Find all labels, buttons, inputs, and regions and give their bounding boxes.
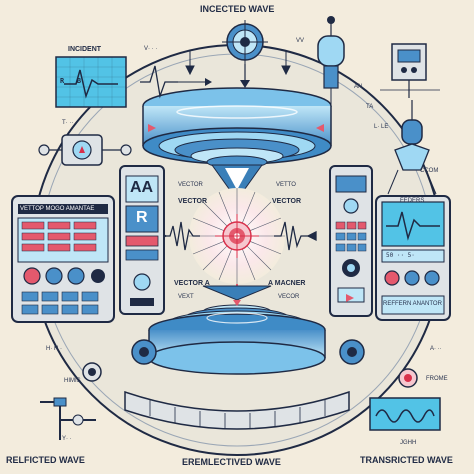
tag-1: T· ·· [62,120,74,126]
bottom-right-knobs [339,339,418,388]
center-wave-label: EREMLECTIVED WAVE [182,457,281,467]
top-right-device [380,43,440,98]
top-title: INCECTED WAVE [200,4,275,14]
tag-10: TA [366,104,374,110]
vector-left-label: VECTOR [178,198,208,205]
left-panel-title: VETTOP MOGO AMANTAE [20,206,95,212]
transmitted-screen [369,397,441,431]
inner-top-left-label: VECTOR [178,182,203,188]
vector-right-label: VECTOR [272,198,302,205]
arrows [185,50,291,76]
vector-a-label: VECTOR A [174,280,210,287]
right-panel-bottom: REFFERN ANANTOR [383,301,442,307]
tag-6: JGHH [400,440,417,446]
pink-markers [148,124,354,306]
vecor-label: VECOR [278,294,300,300]
top-target [222,20,268,88]
incident-wave-line [140,65,178,99]
left-upper-controller [38,134,132,166]
top-disc [142,87,332,201]
right-panel-title: FEDERS [400,198,425,204]
top-right-probe [317,16,345,112]
tag-8: FROME [426,376,448,382]
tag-3: L· LE [374,124,389,130]
tag-0: H· H · [46,346,62,352]
right-panel [375,195,451,321]
incident-screen [55,56,127,108]
core-burst [189,188,285,296]
transmitted-wave-label: TRANSRICTED WAVE [360,455,453,465]
a-macner-label: A MACNER [268,280,306,287]
left-panel [11,195,115,323]
left-big-r: R [136,209,148,226]
bottom-left-knobs [40,339,157,440]
base-platform [124,390,350,430]
vc-top-label: V· · · [144,46,158,52]
tag-4: A· ·· [430,346,442,352]
inner-top-right-label: VETTO [276,182,296,188]
reflected-wave-label: RELFICTED WAVE [6,455,85,465]
vv-small-label: VV [296,38,305,44]
tag-5: Y· · [62,436,72,442]
incident-screen-text: R B [60,77,82,85]
left-narrow-panel [119,165,165,315]
tag-9: AN [354,84,363,90]
tag-2: HIMIS [64,378,81,384]
left-big-a: AA [130,179,154,196]
tag-7: CCOM [420,168,439,174]
right-narrow-panel [329,165,373,317]
vext-label: VEXT [178,294,194,300]
right-mid-probe [387,100,437,195]
incident-label: INCIDENT [68,46,102,53]
right-keypad-text: 50 ·· 5· [386,252,415,259]
